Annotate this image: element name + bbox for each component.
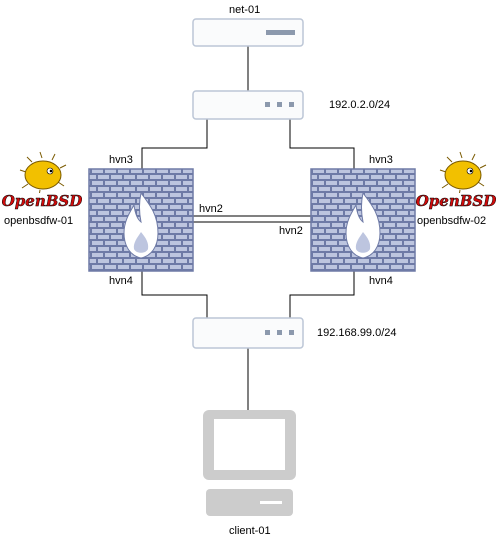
- link-top-left: [141, 119, 208, 169]
- firewall-right-icon: [310, 168, 416, 272]
- client-label: client-01: [229, 525, 271, 537]
- switch-bottom-label: 192.168.99.0/24: [317, 327, 397, 339]
- firewall-right-label: openbsdfw-02: [417, 215, 487, 227]
- iface-left-hvn4: hvn4: [109, 275, 133, 287]
- iface-right-hvn4: hvn4: [369, 275, 393, 287]
- switch-bottom: [192, 317, 304, 349]
- iface-left-hvn2: hvn2: [199, 203, 223, 215]
- link-top-right: [289, 119, 355, 169]
- svg-text:OpenBSD: OpenBSD: [2, 192, 83, 210]
- puffy-fish-left-icon: [19, 151, 67, 197]
- firewall-left-label: openbsdfw-01: [4, 215, 74, 227]
- net-label: net-01: [229, 4, 261, 16]
- link-bottom-right: [289, 271, 355, 318]
- switch-top-label: 192.0.2.0/24: [329, 99, 391, 111]
- switch-top: [192, 90, 304, 120]
- iface-left-hvn3: hvn3: [109, 154, 133, 166]
- openbsd-logo-left: OpenBSD: [1, 192, 83, 211]
- iface-right-hvn3: hvn3: [369, 154, 393, 166]
- openbsd-logo-right: OpenBSD: [415, 192, 497, 211]
- net-device: [192, 18, 304, 47]
- firewall-left-icon: [88, 168, 194, 272]
- link-bottom-left: [141, 271, 208, 318]
- svg-text:OpenBSD: OpenBSD: [416, 192, 497, 210]
- puffy-fish-right-icon: [439, 151, 487, 197]
- iface-right-hvn2: hvn2: [279, 225, 303, 237]
- connection-lines: [141, 46, 355, 410]
- client-computer-icon: [203, 410, 296, 516]
